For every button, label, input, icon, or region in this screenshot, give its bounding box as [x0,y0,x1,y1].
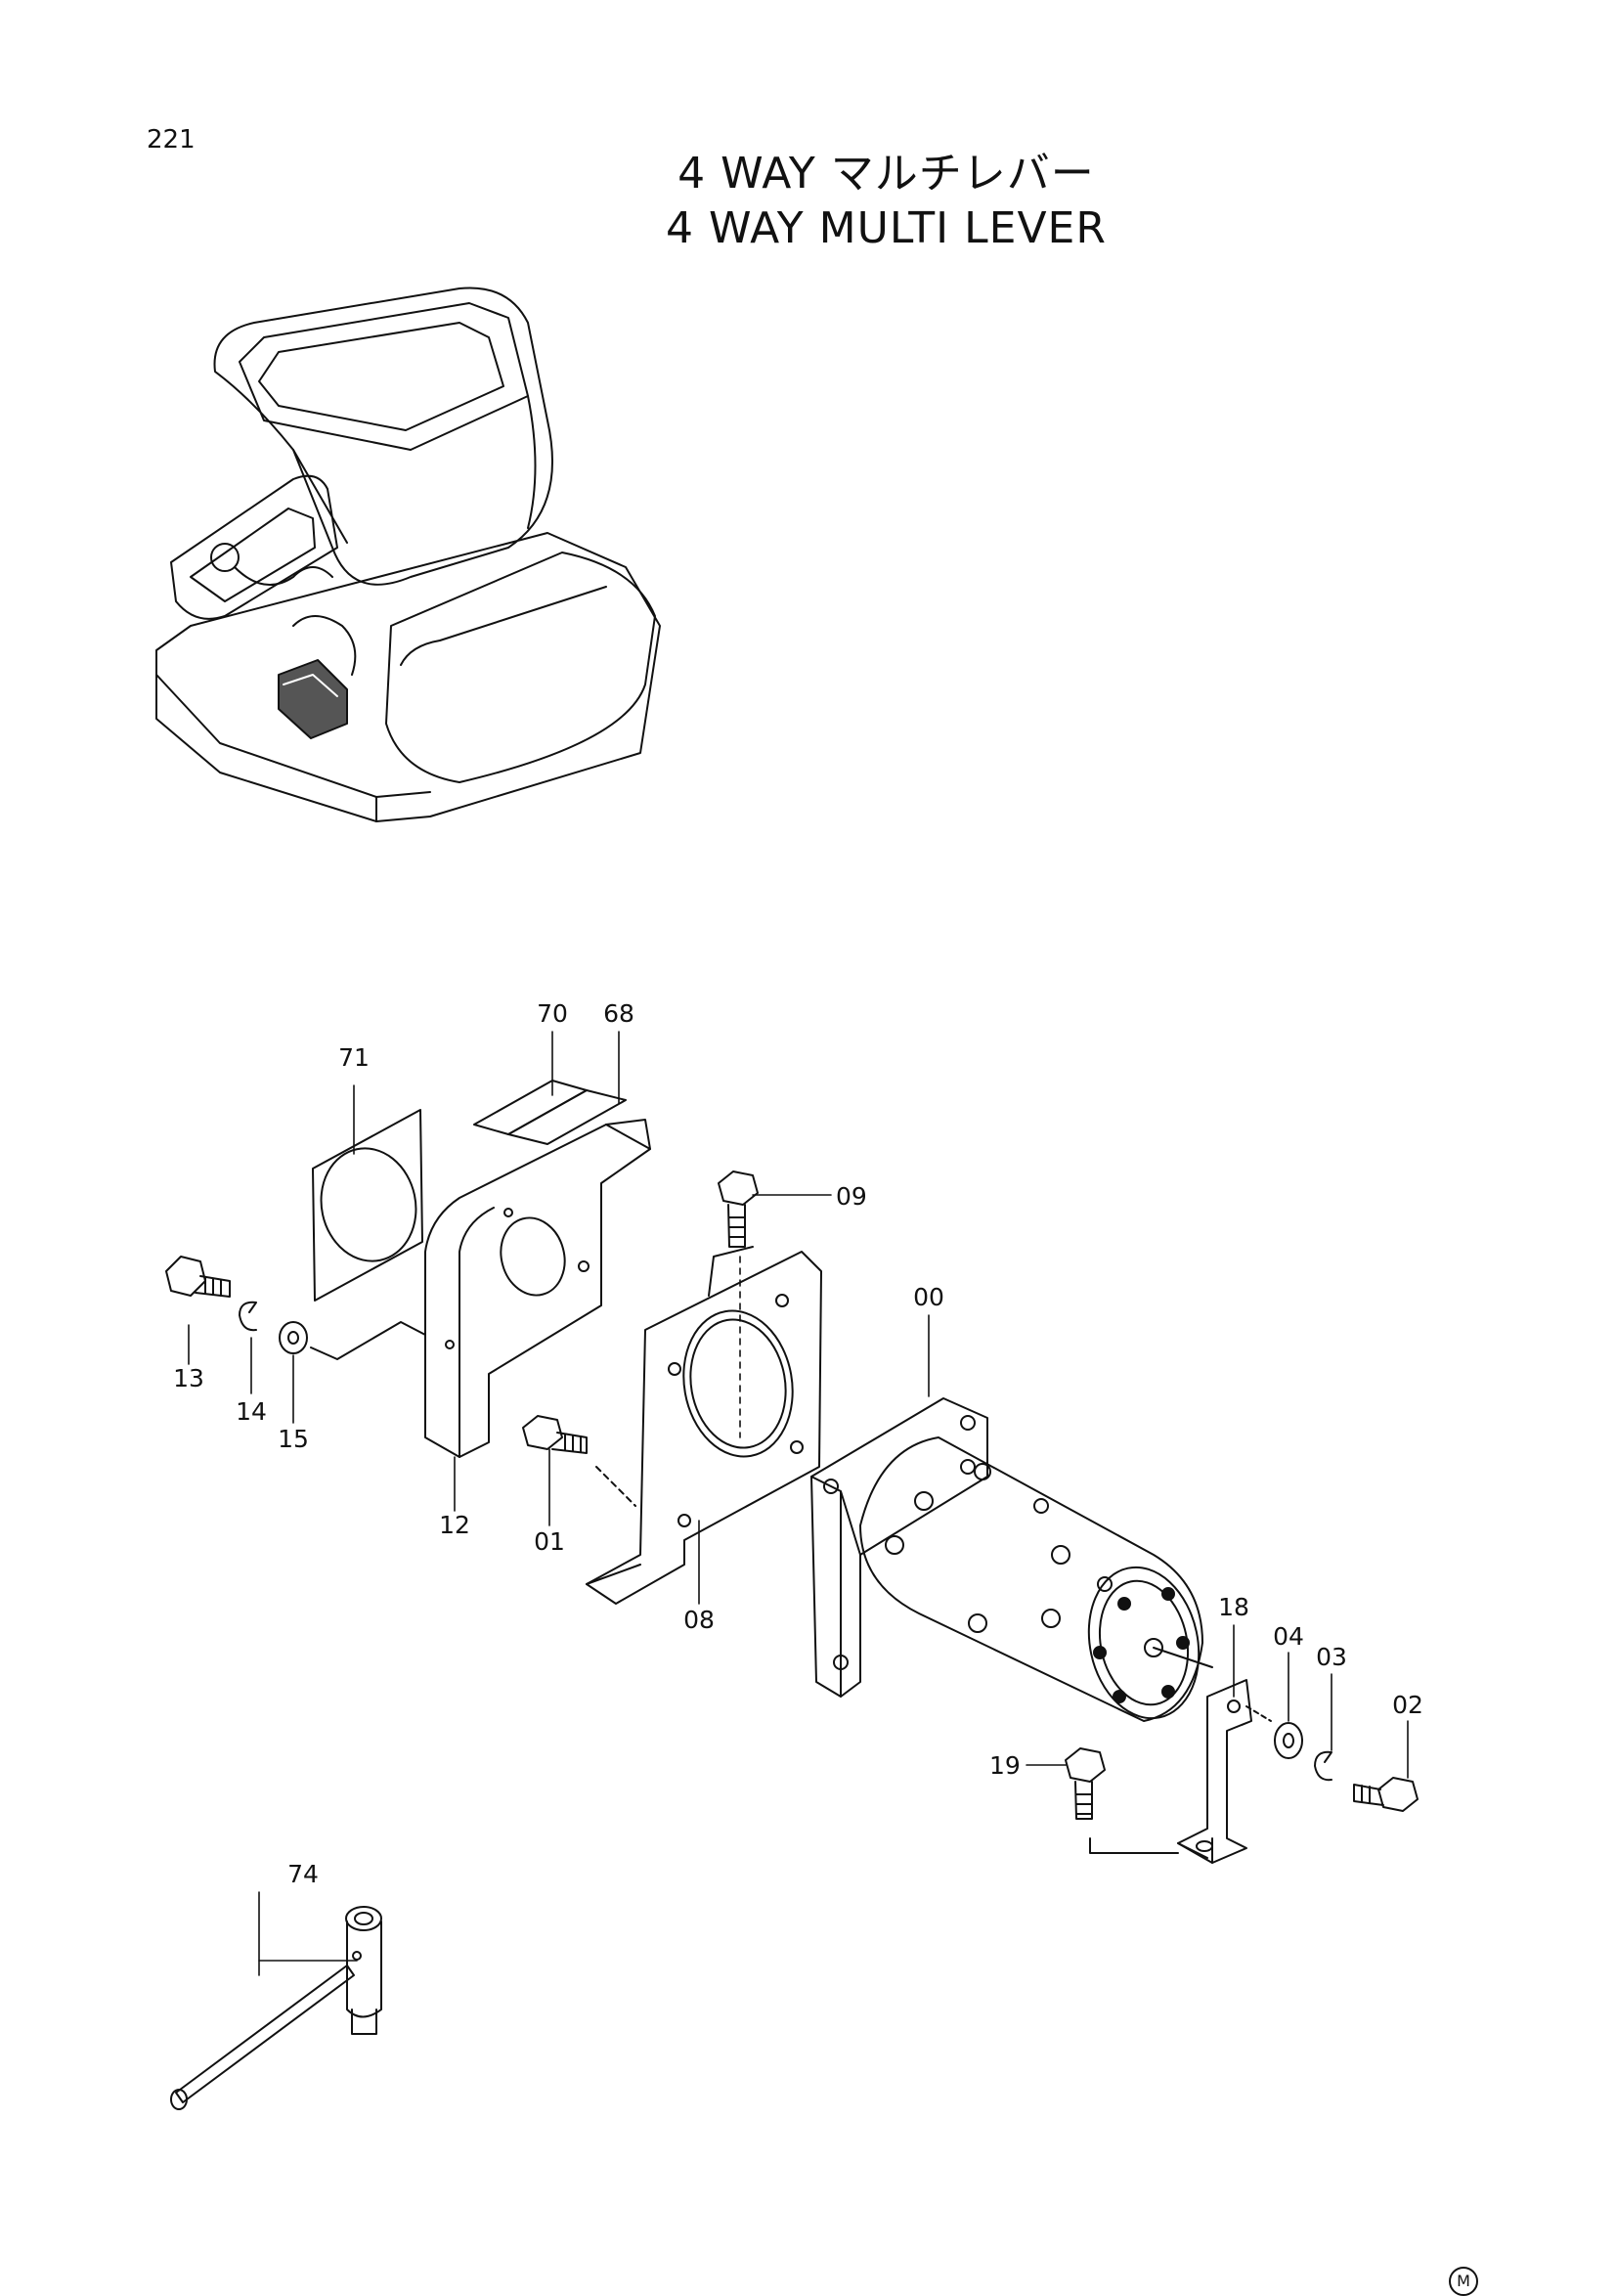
callout-03: 03 [1316,1643,1347,1671]
part-02-bolt [1353,1777,1419,1812]
overview-illustration [155,287,661,822]
part-12-bracket [424,1119,651,1458]
title-english: 4 WAY MULTI LEVER [666,203,1107,253]
callout-04: 04 [1273,1622,1304,1651]
page-title: 4 WAY マルチレバー 4 WAY MULTI LEVER [0,147,1616,256]
callout-labels: 71 70 68 09 13 14 15 12 01 08 00 18 04 0… [173,999,1423,1888]
callout-02: 02 [1392,1691,1423,1719]
callout-19: 19 [989,1751,1021,1780]
part-08-flange-bracket [586,1246,822,1605]
callout-14: 14 [236,1397,267,1426]
part-18-lever-bracket [1177,1679,1252,1864]
title-japanese: 4 WAY マルチレバー [677,149,1095,199]
callout-01: 01 [534,1527,565,1556]
callout-18: 18 [1218,1593,1249,1621]
part-01-bolt [522,1415,588,1454]
leader-lines [188,1031,1409,1976]
guide-line-01 [595,1466,636,1507]
part-74-tool [170,1906,382,2110]
callout-68: 68 [603,999,634,1028]
part-19-bolt [1065,1747,1106,1820]
part-03-lock-washer [1314,1750,1332,1782]
callout-00: 00 [913,1283,944,1311]
part-14-lock-washer [239,1301,257,1332]
part-70-68-labels [473,1080,627,1145]
callout-15: 15 [278,1425,309,1453]
callout-74: 74 [287,1860,319,1888]
callout-09: 09 [836,1182,867,1211]
part-15-washer [279,1321,308,1354]
page-number: 221 [147,125,196,155]
callout-71: 71 [338,1043,370,1072]
guide-line-19 [1089,1837,1179,1854]
guide-line-13-15 [310,1321,426,1360]
part-09-bolt [718,1170,759,1248]
part-00-valve-body [810,1397,1213,1722]
callout-13: 13 [173,1364,204,1392]
part-71-gasket [312,1109,423,1302]
part-04-washer [1274,1722,1303,1759]
circled-m-mark: M [1449,2267,1478,2296]
part-13-bolt [165,1256,231,1298]
callout-70: 70 [537,999,568,1028]
guide-line-18 [1245,1705,1272,1722]
callout-08: 08 [683,1606,715,1634]
callout-12: 12 [439,1511,470,1539]
